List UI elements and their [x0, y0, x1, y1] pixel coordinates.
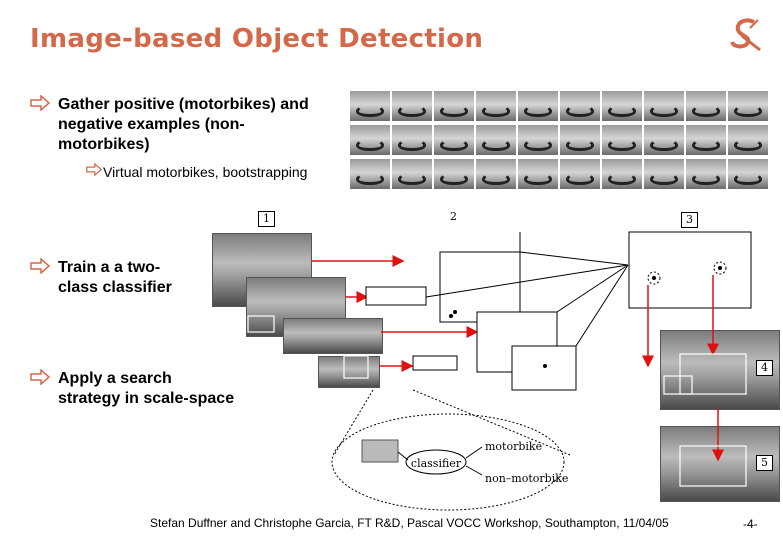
detection-box: [679, 445, 747, 487]
hollow-arrow-icon: [30, 95, 50, 111]
classifier-label: classifier: [411, 457, 462, 470]
example-thumbnail: [602, 91, 642, 121]
example-thumbnail: [686, 125, 726, 155]
classifier-output-line: [465, 446, 483, 459]
training-examples-grid: [350, 91, 768, 189]
example-thumbnail: [728, 91, 768, 121]
detection-box: [663, 375, 693, 395]
example-thumbnail: [434, 125, 474, 155]
classifier-node: [405, 449, 467, 475]
bullet-train-text: Train a a two- class classifier: [58, 259, 172, 296]
input-window-thumbnail: [361, 439, 399, 463]
detection-box: [679, 353, 747, 395]
detection-point: [718, 266, 722, 270]
scan-window: [247, 315, 275, 333]
response-map: [511, 345, 577, 391]
example-thumbnail: [644, 91, 684, 121]
example-thumbnail: [476, 91, 516, 121]
scale-image-4: [318, 356, 380, 388]
positive-label: motorbike: [485, 440, 542, 453]
slide-title: Image-based Object Detection: [30, 24, 484, 54]
example-thumbnail: [728, 125, 768, 155]
classifier-input-line: [397, 451, 409, 461]
zoom-line: [412, 389, 571, 456]
merge-line: [575, 264, 629, 347]
example-thumbnail: [560, 159, 600, 189]
example-thumbnail: [518, 125, 558, 155]
example-thumbnail: [644, 159, 684, 189]
step-label-5: 5: [756, 455, 773, 471]
negative-label: non–motorbike: [485, 472, 568, 485]
zoom-line: [333, 389, 374, 456]
example-thumbnail: [518, 91, 558, 121]
feature-map: [412, 355, 458, 371]
example-thumbnail: [392, 159, 432, 189]
bullet-train: Train a a two- class classifier: [30, 258, 200, 302]
example-thumbnail: [602, 125, 642, 155]
step-label-2: 2: [446, 210, 461, 224]
example-thumbnail: [476, 159, 516, 189]
merge-line: [556, 264, 629, 313]
example-thumbnail: [392, 91, 432, 121]
example-thumbnail: [476, 125, 516, 155]
merge-line: [519, 251, 629, 266]
sub-bullet: Virtual motorbikes, bootstrapping: [86, 163, 346, 183]
step-label-4: 4: [756, 360, 773, 376]
response-map: [439, 251, 521, 323]
example-thumbnail: [560, 91, 600, 121]
sub-bullet-text: Virtual motorbikes, bootstrapping: [103, 164, 308, 180]
feature-map: [365, 286, 427, 306]
step-label-1: 1: [258, 211, 275, 227]
hollow-arrow-icon: [30, 369, 50, 385]
bullet-gather: Gather positive (motorbikes) and negativ…: [30, 95, 350, 159]
bullet-gather-text: Gather positive (motorbikes) and negativ…: [58, 96, 309, 153]
example-thumbnail: [350, 91, 390, 121]
example-thumbnail: [560, 125, 600, 155]
hollow-arrow-icon: [30, 258, 50, 274]
page-number: -4-: [743, 517, 758, 531]
bullet-apply-text: Apply a search strategy in scale-space: [58, 370, 235, 407]
response-point: [453, 310, 457, 314]
response-point: [543, 364, 547, 368]
example-thumbnail: [728, 159, 768, 189]
example-thumbnail: [686, 159, 726, 189]
example-thumbnail: [434, 91, 474, 121]
step-label-3: 3: [681, 212, 698, 228]
merged-map: [628, 231, 752, 309]
example-thumbnail: [644, 125, 684, 155]
example-thumbnail: [434, 159, 474, 189]
classifier-output-line: [465, 465, 483, 476]
example-thumbnail: [686, 91, 726, 121]
merge-line: [425, 264, 629, 298]
classifier-detail: [331, 413, 565, 511]
ampersand-logo-icon: [730, 18, 761, 52]
detection-cluster: [647, 271, 661, 285]
step-2-frame: [440, 232, 521, 253]
scan-window: [343, 355, 369, 379]
scale-image-3: [283, 318, 383, 354]
hollow-arrow-icon: [86, 163, 102, 176]
detection-cluster: [713, 261, 727, 275]
example-thumbnail: [350, 159, 390, 189]
detection-point: [652, 276, 656, 280]
example-thumbnail: [518, 159, 558, 189]
example-thumbnail: [602, 159, 642, 189]
example-thumbnail: [392, 125, 432, 155]
response-point: [449, 314, 453, 318]
bullet-apply: Apply a search strategy in scale-space: [30, 369, 280, 413]
example-thumbnail: [350, 125, 390, 155]
footer-text: Stefan Duffner and Christophe Garcia, FT…: [150, 516, 669, 530]
